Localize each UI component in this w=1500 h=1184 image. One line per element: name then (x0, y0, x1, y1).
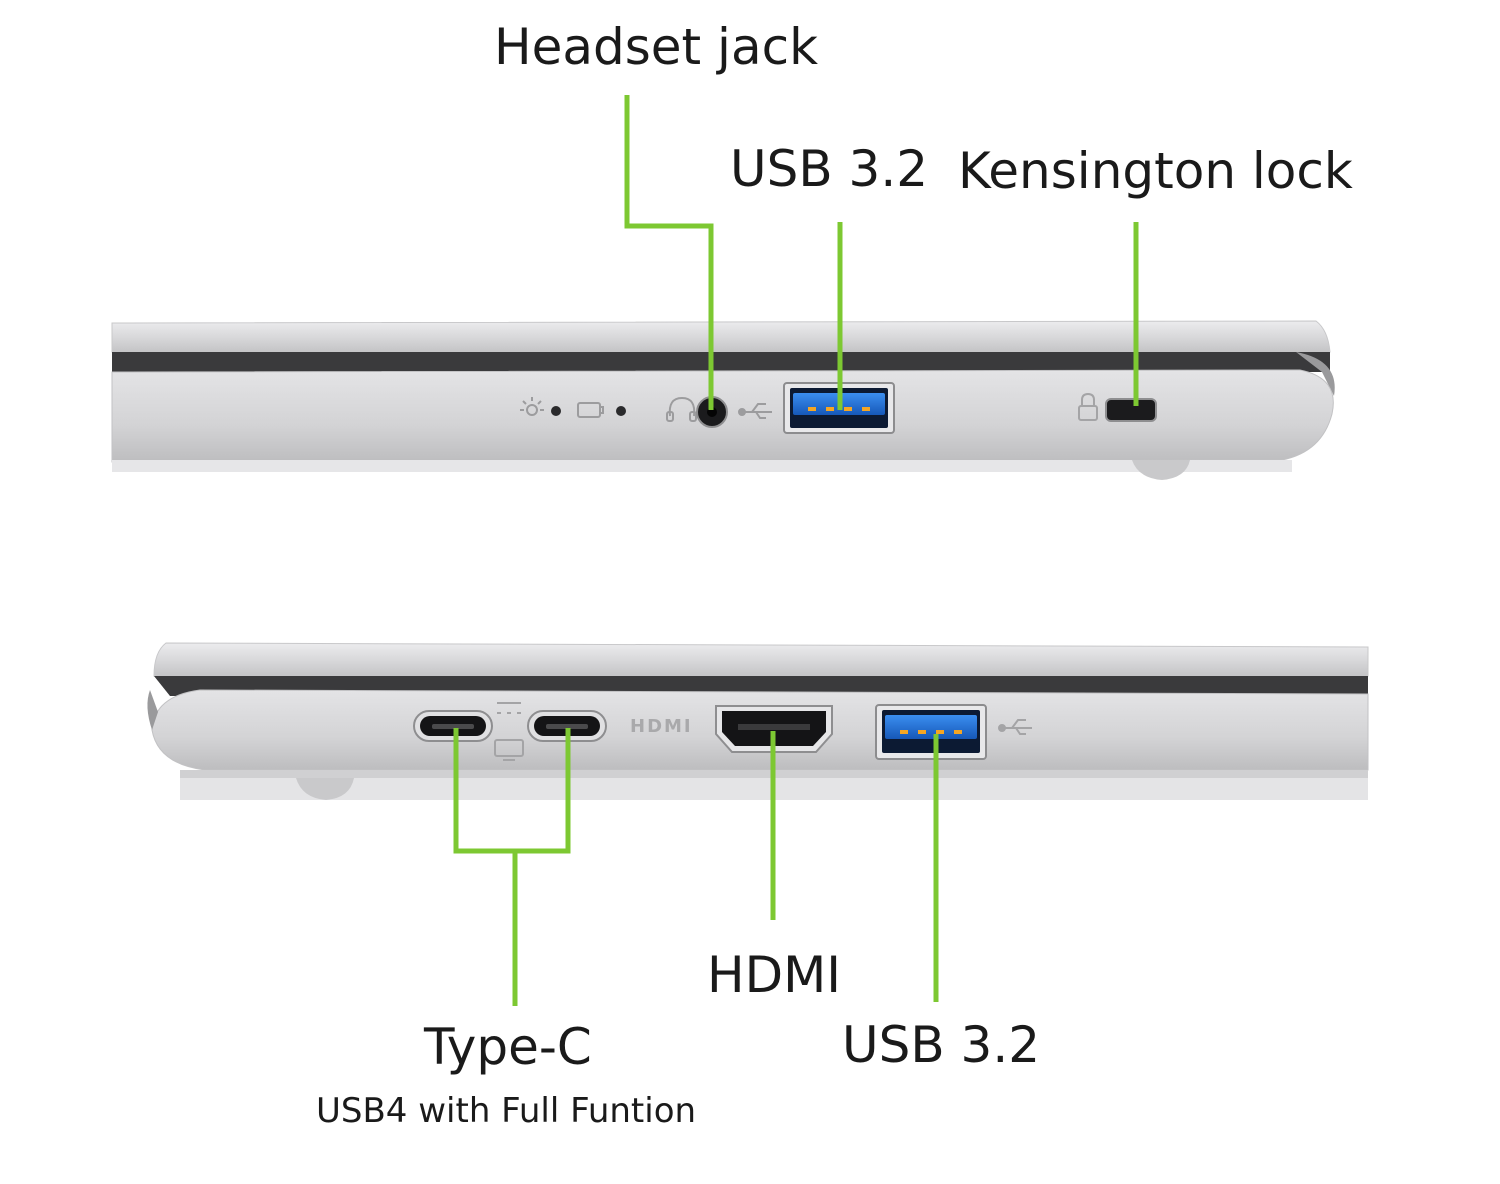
base-shadow (112, 460, 1292, 472)
callout-headset-jack (624, 95, 714, 410)
usb-a-port (875, 704, 987, 760)
power-led-icon (520, 397, 544, 416)
lid-gap (112, 352, 1330, 372)
hdmi-logo: HDMI (630, 716, 693, 737)
hinge (147, 690, 158, 730)
thunderbolt-icon (497, 702, 521, 714)
kensington-lock-slot (1105, 398, 1157, 422)
label-headset-jack: Headset jack (494, 18, 819, 76)
laptop-right-side (111, 320, 1335, 480)
headset-icon (666, 396, 697, 422)
callout-lines (453, 95, 1139, 1006)
label-type-c: Type-C (424, 1018, 592, 1076)
usb-symbol-icon (738, 403, 772, 419)
label-usb-top: USB 3.2 (730, 140, 929, 198)
label-kensington-lock: Kensington lock (958, 142, 1353, 200)
lid (153, 642, 1369, 677)
label-hdmi: HDMI (707, 946, 841, 1004)
rubber-foot (296, 778, 354, 800)
rubber-foot (1132, 460, 1190, 480)
usb-symbol-icon (998, 719, 1032, 735)
label-type-c-subtitle: USB4 with Full Funtion (316, 1091, 697, 1131)
battery-led-icon (577, 402, 604, 418)
display-icon (494, 739, 524, 761)
label-usb-bottom: USB 3.2 (842, 1016, 1041, 1074)
type-c-port-2 (527, 710, 607, 742)
type-c-port-1 (413, 710, 493, 742)
hinge (1296, 352, 1335, 396)
battery-led (616, 406, 626, 416)
laptop-left-side: HDMI (147, 642, 1369, 800)
hdmi-port (715, 705, 833, 753)
power-led (551, 406, 561, 416)
lock-icon (1078, 392, 1098, 421)
lid (111, 320, 1331, 353)
callout-type-c (453, 728, 571, 854)
